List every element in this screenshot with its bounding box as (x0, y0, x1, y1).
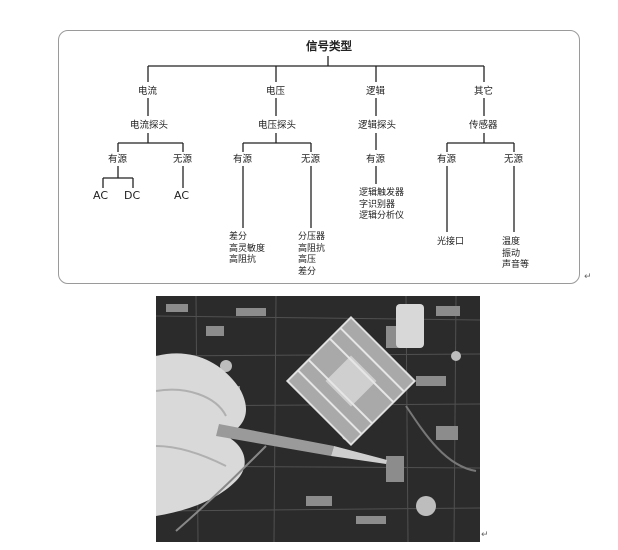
voltage-passive-list: 分压器 高阻抗 高压 差分 (298, 232, 326, 277)
other-active-label: 有源 (437, 154, 457, 165)
logic-active-label: 有源 (366, 154, 386, 165)
circuit-board-illustration (156, 296, 480, 542)
paragraph-return-mark-2: ↵ (481, 530, 489, 540)
category-voltage: 电压 (266, 86, 286, 97)
category-logic: 逻辑 (366, 86, 386, 97)
probe-voltage: 电压探头 (258, 120, 297, 131)
logic-active-list: 逻辑触发器 字识别器 逻辑分析仪 (359, 188, 405, 221)
current-active-label: 有源 (108, 154, 128, 165)
probe-current: 电流探头 (130, 120, 169, 131)
category-other: 其它 (474, 86, 494, 97)
current-passive-label: 无源 (173, 154, 193, 165)
voltage-active-list: 差分 高灵敏度 高阻抗 (229, 232, 266, 265)
paragraph-return-mark: ↵ (584, 272, 592, 282)
current-passive-ac: AC (174, 189, 190, 202)
probe-on-circuit-board-photo (156, 296, 480, 542)
current-active-ac: AC (93, 189, 109, 202)
probe-logic: 逻辑探头 (358, 120, 397, 131)
current-active-dc: DC (124, 189, 141, 202)
voltage-active-label: 有源 (233, 154, 253, 165)
probe-sensor: 传感器 (469, 120, 498, 131)
other-active-list: 光接口 (437, 237, 465, 247)
other-passive-list: 温度 振动 声音等 (502, 237, 530, 270)
diagram-title: 信号类型 (306, 39, 352, 53)
category-current: 电流 (138, 86, 158, 97)
signal-type-diagram-frame (58, 30, 580, 284)
voltage-passive-label: 无源 (301, 154, 321, 165)
other-passive-label: 无源 (504, 154, 524, 165)
